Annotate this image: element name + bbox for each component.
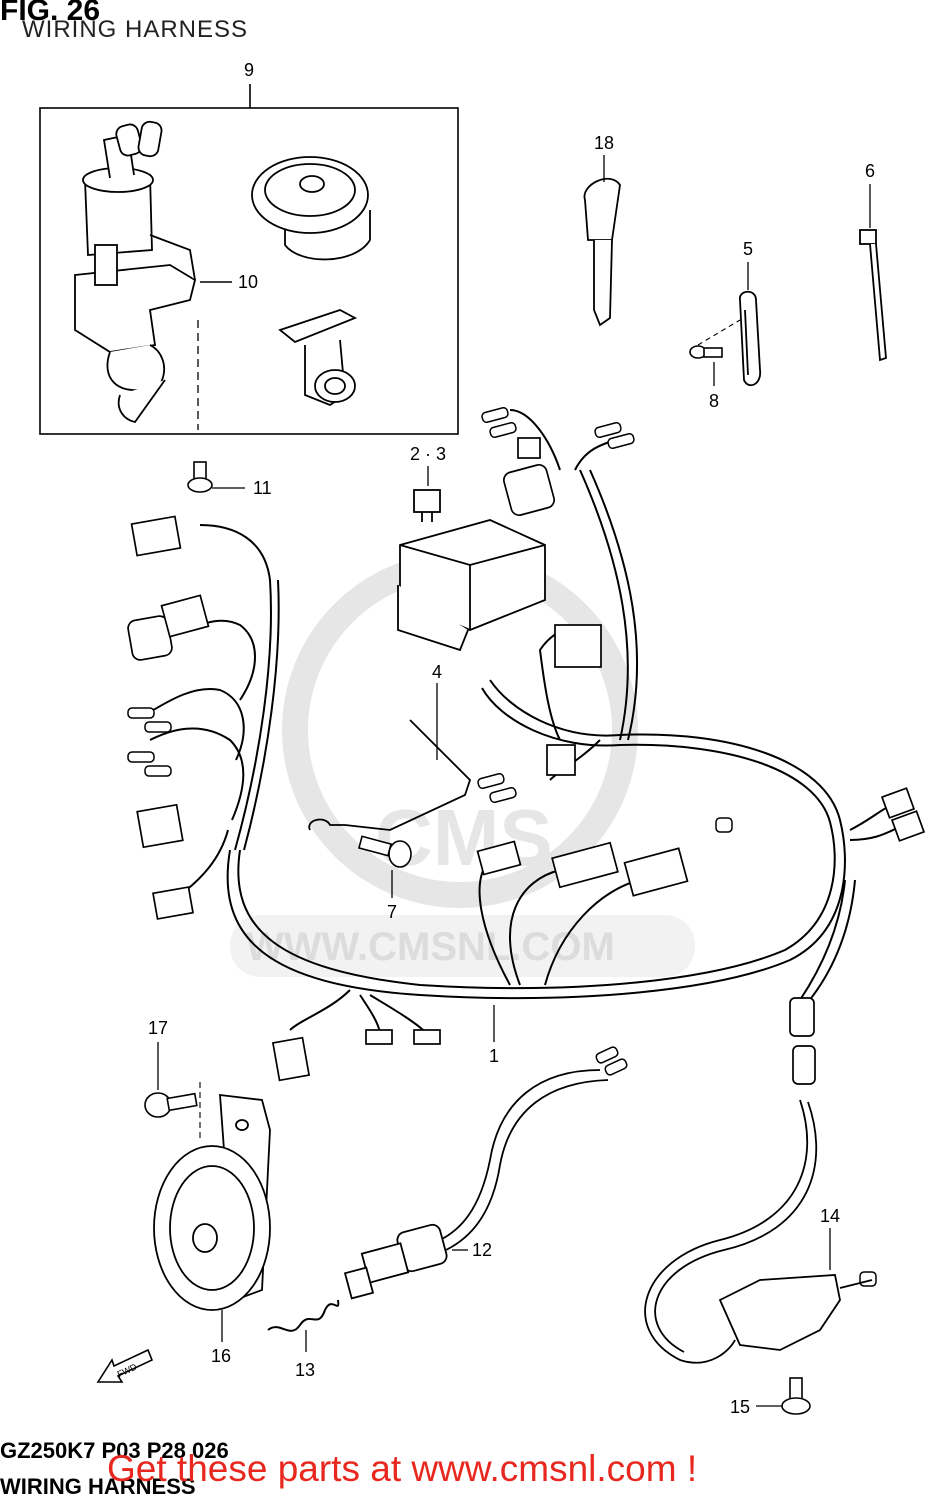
fuse [413, 489, 441, 522]
cable-tie [859, 229, 887, 362]
clamp [739, 290, 761, 387]
callout-18: 18 [594, 133, 614, 153]
bracket-wire [308, 719, 472, 831]
side-stand-switch [644, 1099, 873, 1364]
callout-8: 8 [709, 391, 719, 411]
watermark-logo: CMS [375, 793, 553, 882]
rear-brake-switch [343, 1069, 609, 1300]
callout-10: 10 [238, 272, 258, 292]
fwd-arrow-icon: FWD [96, 1348, 154, 1383]
callout-4: 4 [432, 662, 442, 682]
callout-16: 16 [211, 1346, 231, 1366]
bolt-15 [781, 1377, 811, 1415]
section-name: WIRING HARNESS [0, 1474, 196, 1499]
callout-13: 13 [295, 1360, 315, 1380]
callout-2-3: 2 · 3 [410, 444, 446, 464]
callout-15: 15 [730, 1397, 750, 1417]
fuel-cap-lock [251, 156, 371, 261]
bolt-11 [187, 461, 213, 493]
screw-8 [689, 345, 723, 359]
spring [267, 1299, 340, 1332]
figure-number: FIG. 26 [0, 0, 101, 27]
figure-subtitle: WIRING HARNESS [22, 16, 249, 43]
seat-lock [278, 309, 358, 407]
horn [153, 1093, 271, 1311]
ignition-set-box [39, 84, 459, 435]
callout-17: 17 [148, 1018, 168, 1038]
connectors [127, 437, 926, 1085]
model-code: GZ250K7 P03 P28 026 [0, 1438, 229, 1463]
callout-7: 7 [387, 902, 397, 922]
callout-numbers: 9 10 11 18 6 5 8 2 · 3 4 7 1 17 12 14 16… [148, 60, 875, 1417]
promo-link[interactable]: Get these parts at www.cmsnl.com ! [107, 1448, 698, 1489]
bolt-17 [144, 1092, 198, 1118]
callout-6: 6 [865, 161, 875, 181]
key-blank [583, 177, 621, 327]
callout-1: 1 [489, 1046, 499, 1066]
ignition-switch [74, 120, 197, 423]
fuse-box [397, 519, 546, 652]
callout-12: 12 [472, 1240, 492, 1260]
callout-5: 5 [743, 239, 753, 259]
callout-9: 9 [244, 60, 254, 80]
terminals [127, 406, 877, 1287]
callout-11: 11 [253, 478, 272, 498]
callout-14: 14 [820, 1206, 840, 1226]
screw-7 [357, 835, 412, 868]
